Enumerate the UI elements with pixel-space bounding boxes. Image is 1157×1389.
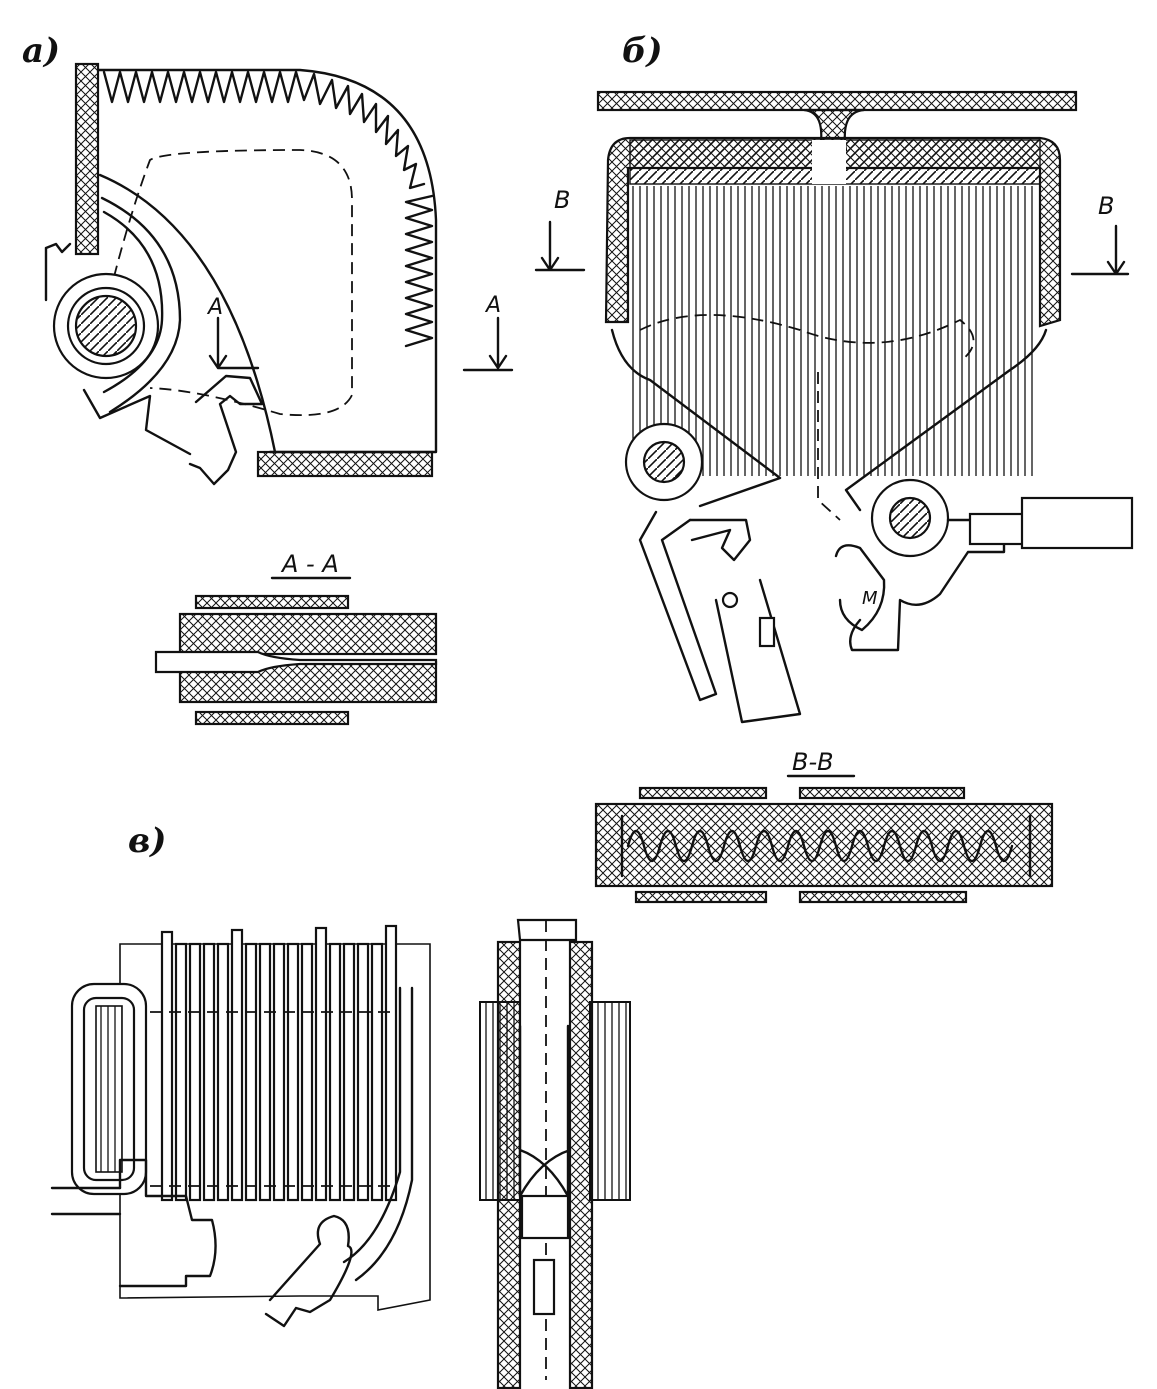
plate (384, 924, 398, 1202)
left-contact-rod (714, 578, 802, 724)
cut-marker-a-right (462, 316, 514, 372)
cut-marker-b-left (534, 220, 586, 272)
side-contact-tip (532, 1258, 556, 1316)
plate (356, 942, 370, 1202)
cut-marker-a-left (208, 316, 260, 370)
arc-path-dashed-b (639, 314, 975, 361)
right-fixed-contact (834, 544, 886, 632)
panel-v-label: в) (128, 821, 166, 861)
front-moving-contact (264, 1214, 353, 1328)
panel-b-label: б) (622, 31, 663, 71)
right-arc-runner (844, 328, 1048, 512)
panel-a-label: а) (22, 31, 60, 71)
plate (244, 942, 258, 1202)
side-wall-right (568, 940, 594, 1389)
cut-b-left-label: В (554, 186, 570, 214)
side-contact-block (520, 1194, 570, 1240)
section-b-inner-rails (620, 814, 1032, 878)
section-b-top-plate-right (798, 786, 966, 800)
section-b-b-title: В-В (792, 748, 834, 776)
plate (216, 942, 230, 1202)
cut-marker-b-right (1070, 224, 1130, 276)
cut-b-right-label: В (1098, 192, 1114, 220)
deion-grid-plates (630, 186, 1036, 476)
side-top-cap (516, 918, 578, 942)
right-contact-mark: M (862, 588, 878, 609)
chute-top-gap (812, 140, 846, 184)
front-lead-bars (50, 1186, 122, 1216)
cut-a-left-label: А (206, 295, 223, 320)
plate (328, 942, 342, 1202)
right-contact-body (849, 518, 1006, 652)
pivot-shaft (74, 294, 138, 358)
top-magnetic-plate (596, 90, 1078, 112)
serrated-side-arc-plates (404, 194, 434, 348)
plate (202, 942, 216, 1202)
plate (286, 942, 300, 1202)
section-b-top-plate-left (638, 786, 768, 800)
front-right-arc-horn (342, 986, 414, 1282)
moving-contact-trajectory (98, 173, 277, 454)
left-contact-pin (721, 591, 739, 609)
side-view (479, 918, 631, 1389)
arc-path-dashed-b-lower (817, 372, 841, 521)
arc-path-dashed (91, 149, 353, 417)
side-wall-left (496, 940, 522, 1389)
front-fixed-contact (118, 1158, 217, 1288)
section-b-b-view (594, 786, 1054, 904)
right-terminal (968, 512, 1026, 546)
blowout-coil-winding (95, 1005, 123, 1173)
plate (342, 942, 356, 1202)
front-stack-dashed-bounds (150, 1011, 392, 1187)
left-contact-tip (688, 518, 752, 562)
section-a-a-title: А - А (280, 550, 339, 578)
right-terminal-cable (1020, 496, 1134, 550)
plate (230, 928, 244, 1202)
panel-b-side-view: б) M В В (534, 31, 1134, 904)
arc-horn-outer (100, 196, 182, 414)
left-rod-clip (758, 616, 776, 648)
plate (272, 942, 286, 1202)
plate (300, 942, 314, 1202)
serrated-top-arc-plates (102, 70, 426, 190)
bottom-insulating-plate (256, 450, 434, 478)
arc-chamber-outline (96, 68, 438, 454)
spring-mark (44, 242, 72, 302)
plate (174, 942, 188, 1202)
front-plate-stack (160, 924, 398, 1202)
section-a-upper-wall (178, 612, 438, 656)
plate (370, 942, 384, 1202)
arc-horn-inner (102, 210, 164, 394)
left-pivot-shaft (642, 440, 686, 484)
section-a-a-view (154, 594, 438, 726)
side-coil-right (589, 1001, 631, 1201)
panel-v-views: в) (50, 821, 631, 1389)
left-insulating-wall (74, 62, 100, 256)
section-a-contact-blade (154, 650, 438, 674)
panel-a-side-view: а) А А А - А (22, 31, 514, 726)
right-pivot-shaft (888, 496, 932, 540)
fixed-contact (188, 374, 264, 486)
left-contact-arm (638, 510, 718, 702)
contact-lever (82, 388, 192, 456)
left-arc-runner (610, 328, 782, 508)
plate (188, 942, 202, 1202)
plate (160, 930, 174, 1202)
section-b-bottom-plate-right (798, 890, 968, 904)
section-b-wavy-plates (626, 829, 1014, 863)
cut-a-right-label: А (484, 293, 501, 318)
section-b-housing (594, 802, 1054, 888)
side-arc-horns (518, 1024, 572, 1198)
plate (314, 926, 328, 1202)
plate (258, 942, 272, 1202)
section-b-bottom-plate-left (634, 890, 768, 904)
section-a-top-plate (194, 594, 350, 610)
section-a-bottom-plate (194, 710, 350, 726)
